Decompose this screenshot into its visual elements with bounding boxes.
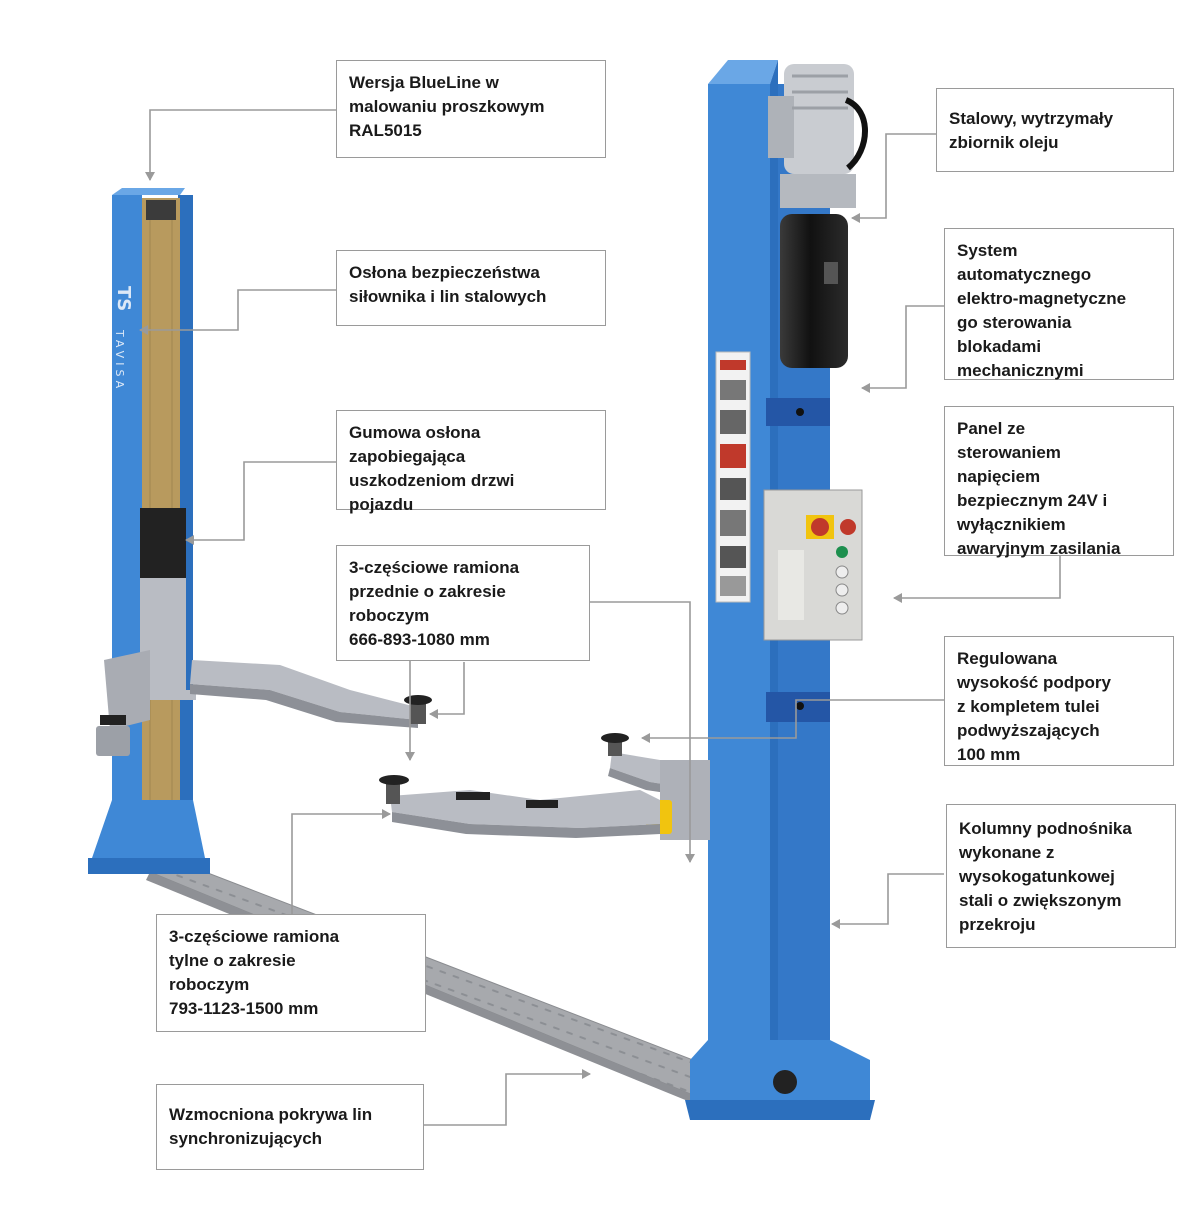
leader-oil-tank [851, 133, 936, 223]
leader-lock-system [861, 305, 944, 393]
left-column: TS TAVISA [88, 188, 432, 874]
leader-front-arm-left [429, 662, 465, 719]
left-carriage [140, 578, 196, 700]
leader-actuator-guard [139, 289, 336, 335]
right-column [379, 60, 875, 1120]
warning-stickers [715, 351, 751, 603]
leader-columns [831, 873, 944, 929]
callout-front-arms-range: 3-częściowe ramiona przednie o zakresie … [336, 545, 590, 661]
svg-text:TAVISA: TAVISA [113, 329, 126, 392]
callout-cable-cover: Wzmocniona pokrywa lin synchronizujących [156, 1084, 424, 1170]
callout-rear-arms-range: 3-częściowe ramiona tylne o zakresie rob… [156, 914, 426, 1032]
hydraulic-power-unit [768, 64, 868, 368]
callout-support-height: Regulowana wysokość podpory z kompletem … [944, 636, 1174, 766]
rear-right-arm [379, 760, 710, 840]
leader-blueline [145, 109, 336, 181]
leader-rear-arms [291, 809, 391, 916]
front-left-arm [190, 660, 432, 728]
oil-tank [780, 214, 848, 368]
callout-control-panel-24v: Panel ze sterowaniem napięciem bezpieczn… [944, 406, 1174, 558]
callout-blueline-powder-coat: Wersja BlueLine w malowaniu proszkowym R… [336, 60, 606, 158]
callout-actuator-safety-guard: Osłona bezpieczeństwa siłownika i lin st… [336, 250, 606, 326]
callout-lock-control-system: System automatycznego elektro-magnetyczn… [944, 228, 1174, 380]
brand-logo: TS TAVISA [113, 286, 134, 392]
leader-lines [139, 109, 1061, 1126]
leader-rubber-guard [185, 461, 336, 545]
leader-control-panel [893, 556, 1061, 603]
leader-pad-height [641, 699, 944, 743]
callout-rubber-door-guard: Gumowa osłona zapobiegająca uszkodzeniom… [336, 410, 606, 514]
lock-bracket-upper [766, 398, 830, 426]
leader-front-arm-right [590, 601, 695, 863]
rubber-door-guard [140, 508, 186, 578]
callout-columns-steel: Kolumny podnośnika wykonane z wysokogatu… [946, 804, 1176, 948]
control-panel-box [763, 489, 863, 641]
leader-cable-cover [424, 1069, 591, 1126]
callout-oil-tank: Stalowy, wytrzymały zbiornik oleju [936, 88, 1174, 172]
support-height-bracket [766, 692, 830, 722]
svg-text:TS: TS [113, 286, 134, 311]
